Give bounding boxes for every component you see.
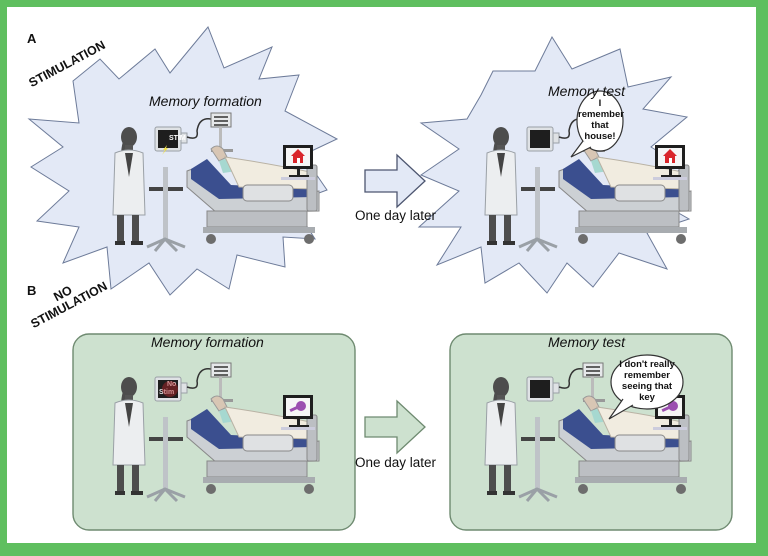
speech-line: I xyxy=(598,98,602,109)
speech-line: remember xyxy=(578,109,624,120)
arrow-stim xyxy=(364,153,426,209)
speech-text-remember: I remember that house! xyxy=(578,98,624,142)
speech-line: key xyxy=(639,392,655,403)
diagram-canvas: STIM No Stim xyxy=(27,26,733,531)
speech-line: house! xyxy=(584,131,616,142)
speech-text-dont-remember: I don't really remember seeing that key xyxy=(613,359,681,403)
title-nostim-formation: Memory formation xyxy=(151,334,264,350)
speech-bubble-remember xyxy=(570,90,624,158)
title-stim-test: Memory test xyxy=(548,83,626,99)
arrow-nostim xyxy=(364,399,426,455)
figure-frame: A STIMULATION B NO STIMULATION xyxy=(7,7,756,543)
arrow-caption-nostim: One day later xyxy=(355,455,437,470)
speech-line: remember xyxy=(624,370,670,381)
speech-line: seeing that xyxy=(621,381,673,392)
speech-bubble-dont-remember xyxy=(608,354,684,420)
stim-monitor-text: STIM xyxy=(169,135,186,142)
speech-line: that xyxy=(591,120,609,131)
panel-letter-a: A xyxy=(27,31,37,46)
arrow-caption-stim: One day later xyxy=(355,208,437,223)
nostim-monitor-line-2: Stim xyxy=(159,389,174,396)
title-nostim-test: Memory test xyxy=(548,334,626,350)
lightning-icon xyxy=(162,145,168,155)
nostim-monitor-line-1: No xyxy=(167,381,176,388)
panel-letter-b: B xyxy=(27,283,37,298)
title-stim-formation: Memory formation xyxy=(149,93,262,109)
speech-line: I don't really xyxy=(619,359,675,370)
